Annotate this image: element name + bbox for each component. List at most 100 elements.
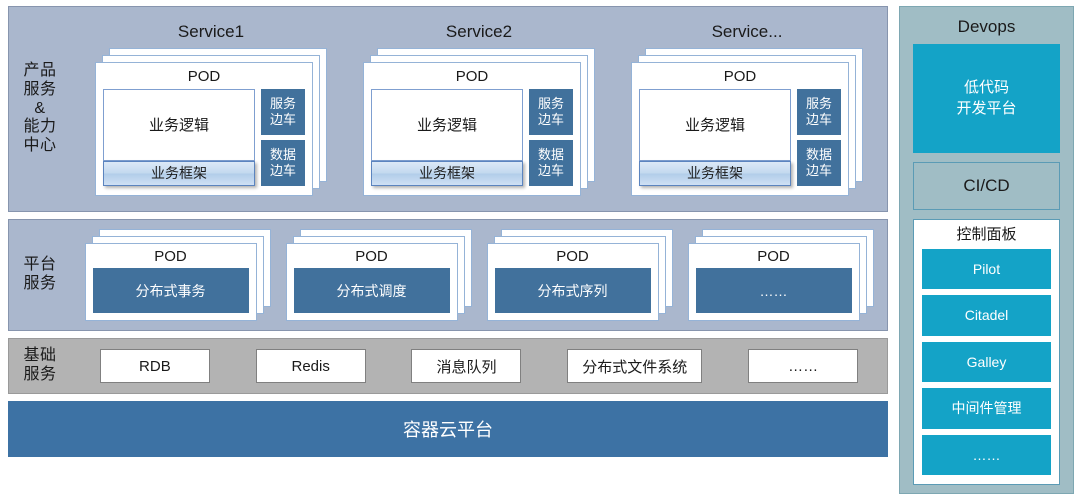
pod-title: POD (455, 67, 489, 85)
control-panel-title: 控制面板 (956, 226, 1017, 243)
sidecar-group: 服务 边车 数据 边车 (261, 88, 305, 186)
band-label-line: 基础 (23, 347, 57, 365)
sidecar-label-line: 数据 (269, 147, 296, 163)
pod-content: POD …… (688, 243, 860, 321)
control-panel-item-citadel[interactable]: Citadel (922, 295, 1051, 336)
container-cloud-platform-bar[interactable]: 容器云平台 (8, 401, 888, 457)
pod-title: POD (154, 248, 187, 265)
control-panel-list: Pilot Citadel Galley 中间件管理 …… (922, 248, 1051, 476)
band-label-line: 产品 (23, 61, 57, 79)
data-sidecar-box[interactable]: 数据 边车 (797, 139, 841, 186)
business-logic-box[interactable]: 业务逻辑 (639, 88, 791, 161)
pod-stack[interactable]: POD 业务逻辑 业务框架 服务 边车 (95, 47, 327, 196)
control-panel-item-galley[interactable]: Galley (922, 341, 1051, 383)
sidecar-label-line: 边车 (269, 111, 296, 127)
band-label-line: 能力 (23, 118, 57, 136)
platform-service-box[interactable]: 分布式事务 (92, 268, 249, 313)
band-platform-service: 平台 服务 POD 分布式事务 (8, 219, 888, 331)
band-label-line: & (34, 99, 46, 117)
band-label-line: 平台 (23, 256, 57, 274)
band-product-service-capability: 产品 服务 & 能力 中心 Service1 POD (8, 6, 888, 212)
devops-title: Devops (957, 17, 1016, 36)
data-sidecar-box[interactable]: 数据 边车 (261, 139, 305, 186)
sidecar-label-line: 数据 (805, 147, 832, 163)
service-columns-container: Service1 POD 业务逻辑 业务框架 (71, 7, 887, 211)
pod-body: 业务逻辑 业务框架 服务 边车 数据 (103, 88, 305, 188)
devops-panel: Devops 低代码 开发平台 CI/CD 控制面板 Pilot Citadel… (899, 6, 1074, 494)
infrastructure-item[interactable]: RDB (99, 349, 210, 383)
platform-service-box[interactable]: 分布式序列 (494, 268, 651, 313)
low-code-label-line: 低代码 (963, 79, 1009, 97)
pod-title: POD (757, 248, 790, 265)
band-label-line: 服务 (23, 80, 57, 98)
business-logic-box[interactable]: 业务逻辑 (103, 88, 255, 161)
sidecar-label-line: 边车 (805, 162, 832, 178)
control-panel-item-more[interactable]: …… (922, 434, 1051, 476)
low-code-label-line: 开发平台 (956, 99, 1017, 117)
infrastructure-item[interactable]: 消息队列 (411, 349, 522, 383)
business-framework-box[interactable]: 业务框架 (639, 160, 791, 186)
service-sidecar-box[interactable]: 服务 边车 (529, 88, 573, 135)
pod-title: POD (187, 67, 221, 85)
platform-pod-stack[interactable]: POD 分布式序列 (486, 229, 673, 321)
main-architecture-column: 产品 服务 & 能力 中心 Service1 POD (8, 6, 888, 494)
pod-title: POD (723, 67, 757, 85)
platform-service-box[interactable]: 分布式调度 (293, 268, 450, 313)
pod-stack[interactable]: POD 业务逻辑 业务框架 服务 边车 (363, 47, 595, 196)
business-logic-group: 业务逻辑 业务框架 (639, 88, 791, 186)
service-sidecar-box[interactable]: 服务 边车 (261, 88, 305, 135)
sidecar-label-line: 服务 (805, 96, 832, 112)
sidecar-label-line: 边车 (269, 162, 296, 178)
pod-content: POD 分布式调度 (286, 243, 458, 321)
band-label-platform-service: 平台 服务 (9, 220, 71, 330)
sidecar-group: 服务 边车 数据 边车 (797, 88, 841, 186)
platform-pods-container: POD 分布式事务 POD 分布式调度 (71, 220, 887, 330)
pod-content: POD 分布式序列 (487, 243, 659, 321)
sidecar-label-line: 服务 (269, 96, 296, 112)
service-column[interactable]: Service2 POD 业务逻辑 业务框架 (353, 23, 605, 196)
pod-body: 业务逻辑 业务框架 服务 边车 数据 (371, 88, 573, 188)
business-logic-group: 业务逻辑 业务框架 (103, 88, 255, 186)
pod-title: POD (355, 248, 388, 265)
band-label-infrastructure-service: 基础 服务 (9, 339, 71, 393)
service-sidecar-box[interactable]: 服务 边车 (797, 88, 841, 135)
platform-service-box[interactable]: …… (695, 268, 852, 313)
cicd-box[interactable]: CI/CD (913, 162, 1060, 210)
band-label-product-service-capability: 产品 服务 & 能力 中心 (9, 7, 71, 211)
pod-body: 业务逻辑 业务框架 服务 边车 数据 (639, 88, 841, 188)
data-sidecar-box[interactable]: 数据 边车 (529, 139, 573, 186)
control-panel-item-pilot[interactable]: Pilot (922, 248, 1051, 290)
platform-pod-stack[interactable]: POD 分布式调度 (285, 229, 472, 321)
service-column[interactable]: Service1 POD 业务逻辑 业务框架 (85, 23, 337, 196)
business-framework-box[interactable]: 业务框架 (103, 160, 255, 186)
pod-content: POD 分布式事务 (85, 243, 257, 321)
business-framework-box[interactable]: 业务框架 (371, 160, 523, 186)
band-label-line: 中心 (23, 137, 57, 155)
pod-content: POD 业务逻辑 业务框架 服务 边车 (95, 62, 313, 196)
business-logic-box[interactable]: 业务逻辑 (371, 88, 523, 161)
sidecar-label-line: 边车 (805, 111, 832, 127)
band-label-line: 服务 (23, 275, 57, 292)
service-title: Service2 (445, 21, 513, 41)
control-panel: 控制面板 Pilot Citadel Galley 中间件管理 …… (913, 219, 1060, 485)
band-infrastructure-service: 基础 服务 RDB Redis 消息队列 分布式文件系统 …… (8, 338, 888, 394)
infrastructure-item[interactable]: Redis (255, 349, 366, 383)
pod-stack[interactable]: POD 业务逻辑 业务框架 服务 边车 (631, 47, 863, 196)
service-column[interactable]: Service... POD 业务逻辑 业务框架 (621, 23, 873, 196)
platform-pod-stack[interactable]: POD 分布式事务 (84, 229, 271, 321)
sidecar-label-line: 边车 (537, 162, 564, 178)
platform-pod-stack[interactable]: POD …… (687, 229, 874, 321)
sidecar-label-line: 数据 (537, 147, 564, 163)
control-panel-item-middleware[interactable]: 中间件管理 (922, 388, 1051, 429)
band-label-line: 服务 (23, 366, 57, 383)
pod-title: POD (556, 248, 589, 265)
service-title: Service1 (177, 21, 245, 41)
service-title: Service... (711, 21, 783, 41)
infrastructure-item[interactable]: …… (748, 349, 859, 383)
pod-content: POD 业务逻辑 业务框架 服务 边车 (363, 62, 581, 196)
low-code-platform-box[interactable]: 低代码 开发平台 (913, 44, 1060, 153)
business-logic-group: 业务逻辑 业务框架 (371, 88, 523, 186)
infrastructure-item[interactable]: 分布式文件系统 (567, 349, 703, 383)
pod-content: POD 业务逻辑 业务框架 服务 边车 (631, 62, 849, 196)
